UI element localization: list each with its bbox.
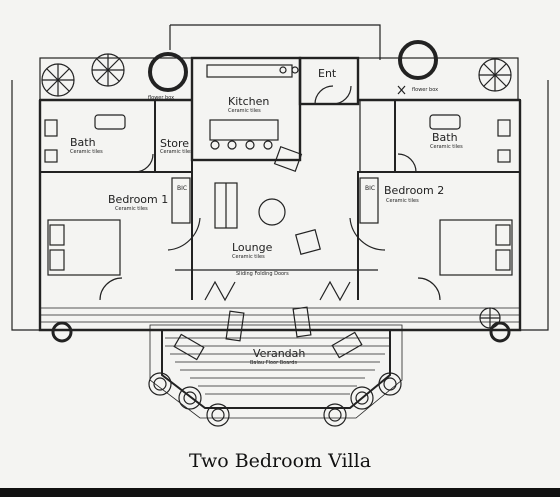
plant-left-2 — [91, 53, 125, 87]
verandah-finish: Balau Floor Boards — [250, 360, 298, 366]
bic-left-label: BIC — [177, 185, 188, 192]
flower-box-right — [357, 57, 519, 101]
bath-left-finish: Ceramic tiles — [70, 149, 103, 155]
verandah-outline — [161, 329, 391, 409]
verandah-label: Verandah — [253, 347, 306, 360]
lounge-finish: Ceramic tiles — [232, 254, 265, 260]
verandah-deck-boards — [40, 307, 520, 395]
roof-outline — [11, 80, 40, 331]
kitchen-counter — [206, 64, 293, 78]
plant-left-1 — [41, 63, 75, 97]
entry-wall — [298, 56, 360, 106]
entry-label: Ent — [318, 67, 337, 80]
planter-ring-left — [148, 52, 188, 92]
store-wall — [154, 99, 193, 173]
kitchen-island — [209, 119, 279, 141]
bedroom-1-wall — [40, 171, 193, 300]
sliding-doors-label: Sliding Folding Doors — [236, 271, 289, 277]
bedroom-1-finish: Ceramic tiles — [115, 206, 148, 212]
top-outline — [170, 24, 381, 60]
bic-right-label: BIC — [365, 185, 376, 192]
bedroom-1-label: Bedroom 1 — [108, 193, 169, 206]
store-finish: Ceramic tiles — [160, 149, 193, 155]
coffee-table — [258, 198, 286, 226]
bic-left-closet — [171, 177, 191, 224]
store-label: Store — [160, 137, 190, 150]
floor-plan-drawing — [11, 24, 549, 427]
plant-right-1 — [478, 58, 512, 92]
flower-box-right-label: flower box — [412, 87, 439, 93]
flower-box-left-label: flower box — [148, 95, 175, 101]
planter-small-left — [51, 321, 73, 343]
bic-right-closet — [359, 177, 379, 224]
planter-small-right — [489, 321, 511, 343]
bath-right-finish: Ceramic tiles — [430, 144, 463, 150]
bath-right-label: Bath — [432, 131, 458, 144]
bed-2 — [439, 219, 513, 276]
bedroom-2-finish: Ceramic tiles — [386, 198, 419, 204]
plan-caption: Two Bedroom Villa — [188, 450, 372, 472]
plant-corner-right — [479, 307, 501, 329]
kitchen-label: Kitchen — [228, 95, 270, 108]
bedroom-2-label: Bedroom 2 — [384, 184, 445, 197]
bedroom-2-wall — [357, 171, 520, 300]
verandah-balustrade — [148, 372, 402, 427]
planter-ring-right — [398, 40, 438, 80]
bottom-border-bar — [0, 488, 560, 497]
roof-outline-right — [520, 80, 549, 331]
bed-1 — [47, 219, 121, 276]
bath-left-label: Bath — [70, 136, 96, 149]
lounge-label: Lounge — [232, 241, 273, 254]
kitchen-finish: Ceramic tiles — [228, 108, 261, 114]
